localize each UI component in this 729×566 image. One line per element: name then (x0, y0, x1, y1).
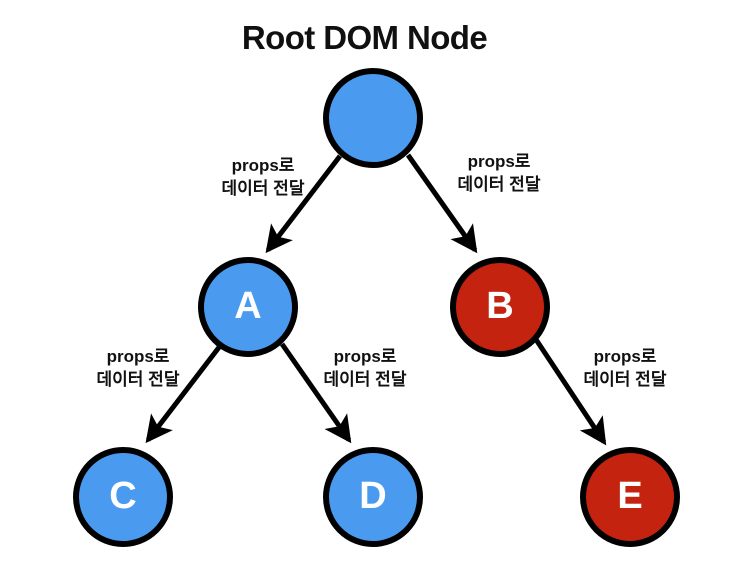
node-a[interactable]: A (198, 257, 298, 357)
page-title: Root DOM Node (241, 19, 488, 56)
node-d[interactable]: D (323, 447, 423, 547)
node-c[interactable]: C (73, 447, 173, 547)
node-c-label: C (109, 475, 137, 517)
edge-label-b-to-e: props로 데이터 전달 (560, 345, 690, 391)
edge-label-b-to-e-line1: props로 (593, 347, 657, 366)
edge-b-to-e (532, 336, 607, 446)
edge-label-root-to-b-line1: props로 (467, 152, 531, 171)
edge-label-a-to-c-line1: props로 (106, 347, 170, 366)
node-b[interactable]: B (450, 257, 550, 357)
edge-label-root-to-a-line2: 데이터 전달 (221, 179, 305, 198)
node-e[interactable]: E (580, 447, 680, 547)
edge-label-root-to-a: props로 데이터 전달 (198, 154, 328, 200)
node-root[interactable] (323, 68, 423, 168)
node-a-label: A (234, 285, 262, 327)
edge-a-to-d (279, 342, 352, 444)
edge-label-a-to-d-line2: 데이터 전달 (323, 370, 407, 389)
edge-label-b-to-e-line2: 데이터 전달 (583, 370, 667, 389)
edge-label-root-to-b: props로 데이터 전달 (434, 150, 564, 196)
edge-label-root-to-a-line1: props로 (231, 156, 295, 175)
edge-label-root-to-b-line2: 데이터 전달 (457, 175, 541, 194)
node-b-label: B (486, 285, 514, 327)
edge-root-to-b (405, 153, 478, 254)
node-e-label: E (617, 475, 643, 517)
edge-label-a-to-c-line2: 데이터 전달 (96, 370, 180, 389)
node-d-label: D (359, 475, 387, 517)
edge-label-a-to-d: props로 데이터 전달 (300, 345, 430, 391)
edge-label-a-to-d-line1: props로 (333, 347, 397, 366)
edge-a-to-c (145, 344, 222, 444)
edge-root-to-a (265, 154, 342, 254)
edge-label-a-to-c: props로 데이터 전달 (73, 345, 203, 391)
